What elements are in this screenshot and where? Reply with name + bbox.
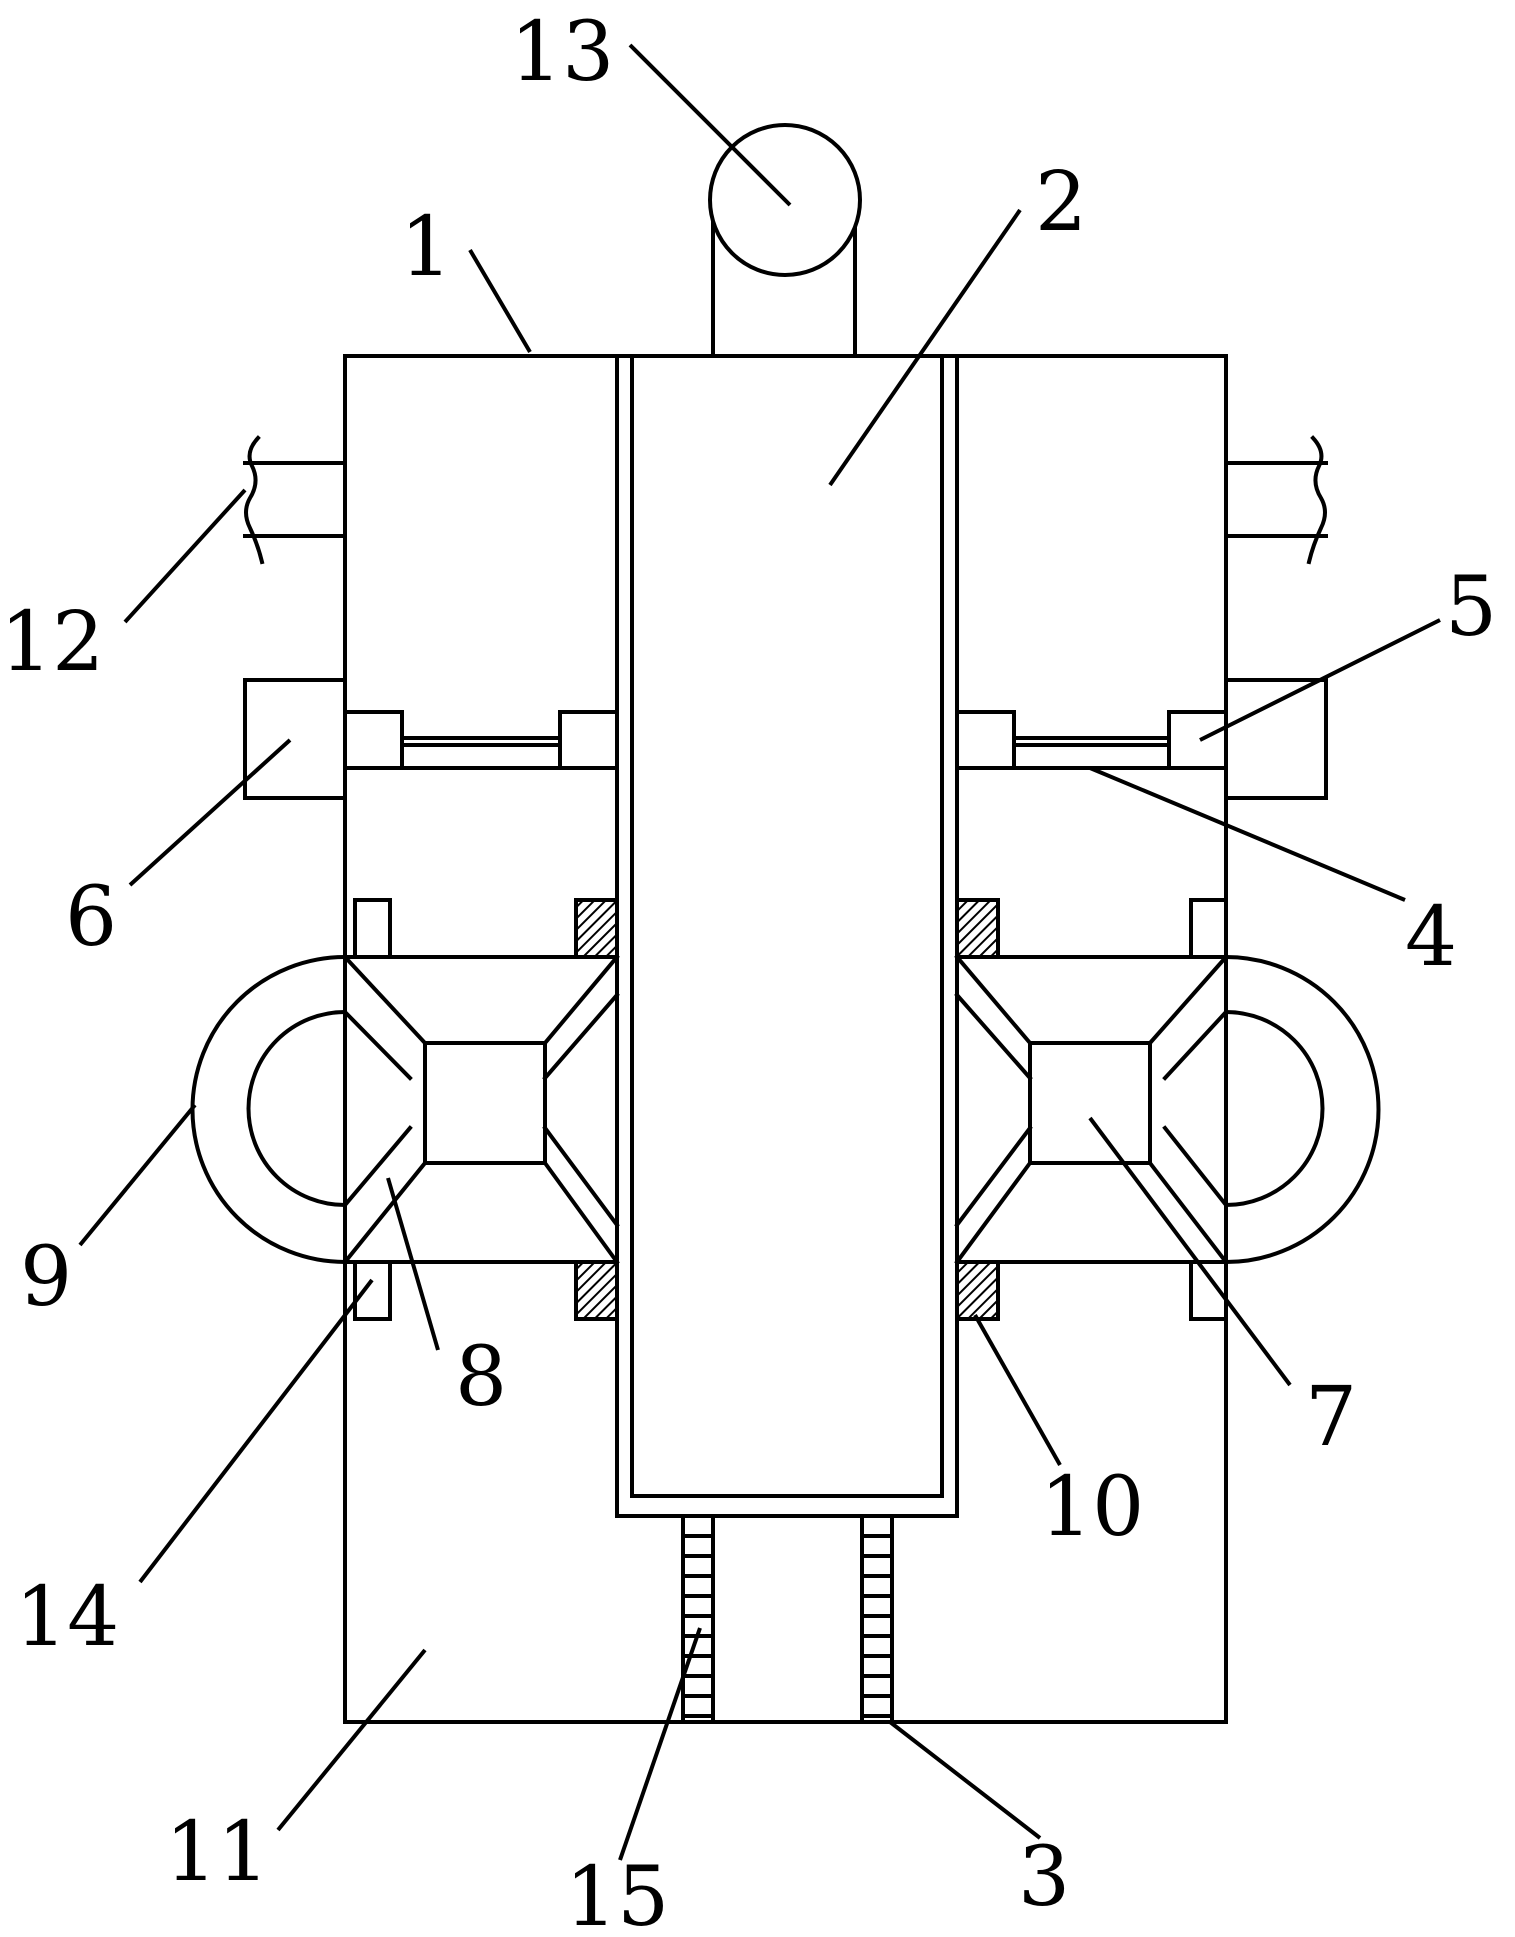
stop-blocks (353, 898, 1228, 1321)
label-7: 7 (1305, 1370, 1357, 1465)
clamp-left (190, 954, 620, 1265)
guide-rail-left (343, 710, 619, 770)
label-2: 2 (1035, 155, 1087, 250)
label-11: 11 (165, 1805, 269, 1900)
label-9: 9 (20, 1230, 72, 1325)
upper-partitions (343, 766, 1228, 1264)
label-13: 13 (510, 5, 614, 100)
inner-cylinder (615, 354, 959, 1518)
leader-lines (78, 43, 1441, 1861)
label-14: 14 (15, 1570, 119, 1665)
label-8: 8 (455, 1330, 507, 1425)
part-labels: 1 2 3 4 5 6 7 8 9 10 11 12 13 14 15 (0, 5, 1497, 1937)
top-pulley (708, 123, 862, 358)
label-1: 1 (400, 200, 452, 295)
label-12: 12 (0, 595, 104, 690)
label-10: 10 (1040, 1460, 1144, 1555)
label-5: 5 (1445, 560, 1497, 655)
clamp-right (954, 954, 1381, 1265)
side-rods (243, 435, 1328, 565)
label-15: 15 (565, 1850, 669, 1937)
label-6: 6 (65, 870, 117, 965)
label-4: 4 (1405, 890, 1457, 985)
side-mount-blocks (243, 678, 1328, 800)
label-3: 3 (1018, 1830, 1070, 1925)
guide-rail-right (955, 710, 1228, 770)
bottom-tubes (681, 1514, 894, 1724)
seals (574, 898, 1000, 1321)
